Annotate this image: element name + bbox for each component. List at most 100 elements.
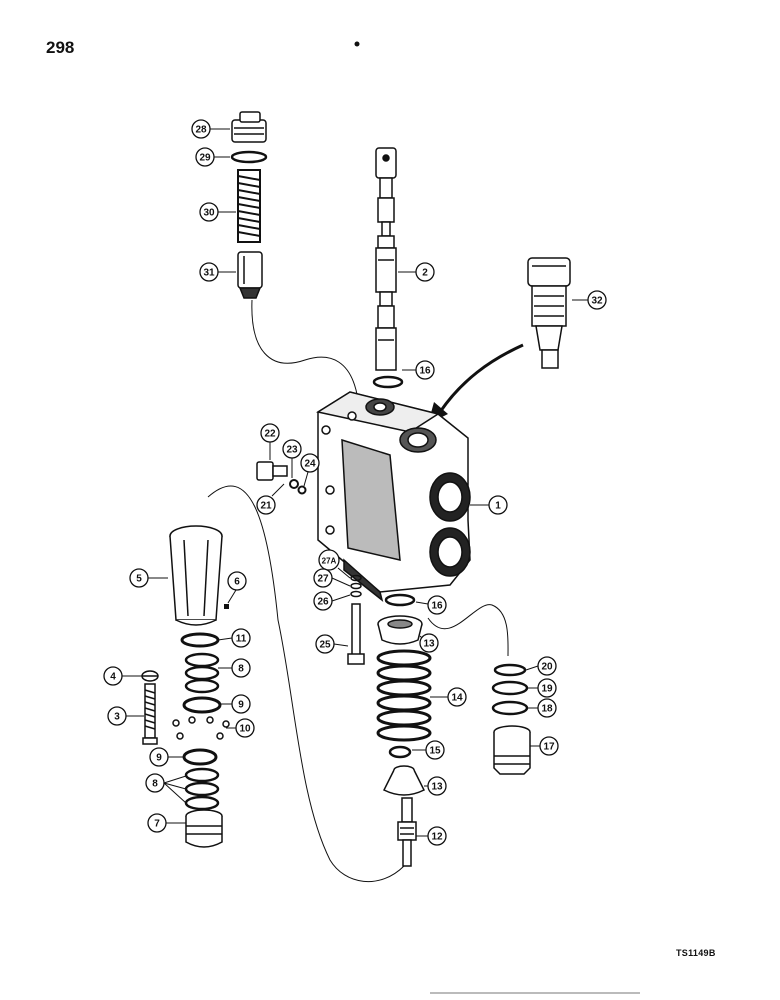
callout-28: 28 [191,119,211,139]
page-number: 298 [46,38,75,57]
callout-11: 11 [231,628,251,648]
svg-text:27A: 27A [322,557,337,566]
svg-text:12: 12 [431,832,443,843]
cap-7 [185,809,223,848]
svg-text:32: 32 [591,296,603,307]
svg-text:4: 4 [110,672,116,683]
scan-dot [354,41,360,47]
ring-24 [297,485,307,495]
rings-27-26 [350,574,362,598]
sleeve-5 [169,525,223,626]
callout-7: 7 [147,813,167,833]
svg-text:29: 29 [199,153,211,164]
piston-31 [237,251,263,299]
svg-text:21: 21 [260,501,272,512]
callout-8-upper: 8 [231,658,251,678]
svg-text:7: 7 [154,819,160,830]
callout-32: 32 [587,290,607,310]
svg-text:10: 10 [239,724,251,735]
svg-text:17: 17 [543,742,555,753]
callout-16-lower: 16 [427,595,447,615]
callout-4: 4 [103,666,123,686]
svg-text:9: 9 [156,753,162,764]
svg-text:1: 1 [495,501,501,512]
svg-text:23: 23 [286,445,298,456]
svg-text:19: 19 [541,684,553,695]
callout-labels: 28 29 30 31 2 32 16 22 23 24 21 1 5 6 27… [103,119,607,846]
svg-text:15: 15 [429,746,441,757]
fitting-22 [256,461,288,481]
callout-24: 24 [300,453,320,473]
relief-valve-32 [527,257,571,369]
callout-27: 27 [313,568,333,588]
o-rings-20-19-18 [491,663,529,716]
svg-text:13: 13 [431,782,443,793]
svg-text:8: 8 [238,664,244,675]
svg-text:24: 24 [304,459,316,470]
svg-text:22: 22 [264,429,276,440]
svg-text:8: 8 [152,779,158,790]
o-ring-16-lower [384,593,416,607]
svg-text:14: 14 [451,693,463,704]
callout-19: 19 [537,678,557,698]
svg-text:26: 26 [317,597,329,608]
callout-18: 18 [537,698,557,718]
retainer-13-lower [382,765,426,796]
washer-9-lower [182,748,218,766]
svg-text:6: 6 [234,577,240,588]
callout-16-upper: 16 [415,360,435,380]
svg-text:25: 25 [319,640,331,651]
callout-30: 30 [199,202,219,222]
screw-3 [142,683,158,745]
plug-17 [493,725,531,775]
pin-6 [224,604,229,609]
spring-30 [237,169,261,243]
callout-31: 31 [199,262,219,282]
retainer-13-upper [377,615,423,645]
svg-text:20: 20 [541,662,553,673]
callout-13-upper: 13 [419,633,439,653]
svg-text:2: 2 [422,268,428,279]
callout-26: 26 [313,591,333,611]
svg-text:11: 11 [236,634,247,645]
callout-1: 1 [488,495,508,515]
connector-lines [207,299,524,882]
callout-3: 3 [107,706,127,726]
callout-20: 20 [537,656,557,676]
svg-text:27: 27 [317,574,329,585]
balls-10 [172,716,230,740]
callout-13-lower: 13 [427,776,447,796]
svg-text:3: 3 [114,712,120,723]
callout-8-lower: 8 [145,773,165,793]
callout-10: 10 [235,718,255,738]
valve-body-1 [316,391,471,602]
callout-29: 29 [195,147,215,167]
washer-11 [180,632,220,648]
callout-15: 15 [425,740,445,760]
callout-6: 6 [227,571,247,591]
callout-14: 14 [447,687,467,707]
callout-9-lower: 9 [149,747,169,767]
callout-27A: 27A [318,549,340,571]
svg-text:5: 5 [136,574,142,585]
spring-14 [376,649,432,742]
spool-2 [375,147,397,371]
callout-2: 2 [415,262,435,282]
callout-12: 12 [427,826,447,846]
figure-code: TS1149B [676,948,716,958]
svg-text:16: 16 [419,366,431,377]
nut-4 [141,670,159,682]
svg-text:30: 30 [203,208,215,219]
svg-text:31: 31 [203,268,215,279]
washer-9-upper [182,696,222,714]
washers-8-lower [184,767,220,811]
callout-9-upper: 9 [231,694,251,714]
svg-text:9: 9 [238,700,244,711]
plug-28 [231,111,267,143]
callout-5: 5 [129,568,149,588]
o-ring-29 [230,150,268,164]
callout-21: 21 [256,495,276,515]
callout-17: 17 [539,736,559,756]
svg-text:18: 18 [541,704,553,715]
